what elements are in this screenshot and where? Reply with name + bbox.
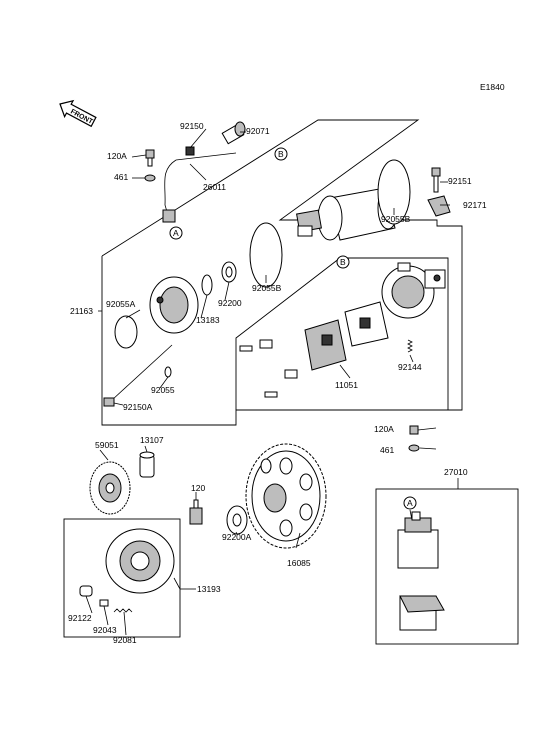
cable-26011 — [162, 152, 237, 223]
pin-92043 — [99, 599, 109, 607]
label-59051: 59051 — [95, 440, 119, 450]
gear-16085 — [245, 443, 327, 549]
label-13107: 13107 — [140, 435, 164, 445]
svg-text:A: A — [173, 228, 179, 238]
front-arrow-icon: FRONT — [59, 99, 97, 128]
label-11051: 11051 — [335, 380, 358, 390]
o-ring-92055B-top — [377, 159, 411, 225]
label-92200A: 92200A — [222, 532, 252, 542]
label-92144: 92144 — [398, 362, 422, 372]
label-92150A: 92150A — [123, 402, 153, 412]
label-92171: 92171 — [463, 200, 487, 210]
label-13193: 13193 — [197, 584, 221, 594]
leader-lines — [85, 128, 459, 636]
label-92150: 92150 — [180, 121, 204, 131]
label-92200: 92200 — [218, 298, 242, 308]
svg-text:B: B — [278, 149, 284, 159]
label-27010: 27010 — [444, 467, 468, 477]
starter-group-box — [101, 119, 463, 426]
relay-27010 — [397, 511, 445, 631]
label-92055A: 92055A — [106, 299, 136, 309]
bolt-120A-right — [409, 425, 419, 435]
nut-92150 — [185, 146, 195, 156]
svg-text:A: A — [407, 498, 413, 508]
front-cover — [149, 276, 199, 334]
label-92055: 92055 — [151, 385, 175, 395]
bracket-92171 — [427, 195, 451, 217]
label-461-top: 461 — [114, 172, 128, 182]
shaft-120 — [189, 499, 203, 525]
label-92071: 92071 — [246, 126, 270, 136]
label-16085: 16085 — [287, 558, 311, 568]
shim-13183 — [201, 274, 213, 296]
screw-11051-b — [264, 391, 278, 398]
roller-92122 — [79, 585, 93, 597]
o-ring-92055A — [114, 315, 138, 349]
bolt-120A-top — [145, 149, 155, 167]
callout-a-top: A — [169, 226, 183, 240]
label-21163: 21163 — [70, 306, 93, 316]
clutch-13193 — [105, 528, 175, 594]
cap-92071 — [221, 121, 246, 145]
spring-92144 — [407, 339, 413, 353]
washer-461-top — [144, 174, 156, 182]
label-13183: 13183 — [196, 315, 220, 325]
spring-92081 — [113, 608, 133, 613]
label-26011: 26011 — [203, 182, 226, 192]
label-120: 120 — [191, 483, 205, 493]
washer-461-right — [408, 444, 420, 452]
clutch-group-box — [63, 518, 181, 638]
brush-holder-11051 — [259, 301, 389, 379]
bolt-92150A — [103, 344, 173, 407]
label-120A-top: 120A — [107, 151, 127, 161]
label-92055B-top: 92055B — [381, 214, 411, 224]
diagram-code: E1840 — [480, 82, 505, 92]
part-labels: 92150 92071 120A 461 26011 92151 92171 9… — [68, 121, 487, 645]
washer-92200 — [221, 261, 237, 283]
callout-b-mid: B — [336, 255, 350, 269]
label-92122: 92122 — [68, 613, 92, 623]
svg-text:B: B — [340, 257, 346, 267]
gear-59051 — [89, 461, 131, 515]
relay-group-box — [375, 488, 519, 645]
bolt-92151 — [431, 167, 441, 193]
screw-11051-a — [239, 345, 253, 352]
label-461-right: 461 — [380, 445, 394, 455]
shaft-13107 — [139, 451, 155, 478]
washer-92200A — [226, 505, 248, 535]
o-ring-92055 — [164, 366, 172, 378]
end-cover — [381, 262, 446, 319]
label-92055B-mid: 92055B — [252, 283, 282, 293]
callout-b-top: B — [274, 147, 288, 161]
label-120A-right: 120A — [374, 424, 394, 434]
label-92151: 92151 — [448, 176, 472, 186]
o-ring-92055B-mid — [249, 222, 283, 288]
label-92081: 92081 — [113, 635, 137, 645]
label-92043: 92043 — [93, 625, 117, 635]
callout-a-relay: A — [403, 496, 417, 510]
